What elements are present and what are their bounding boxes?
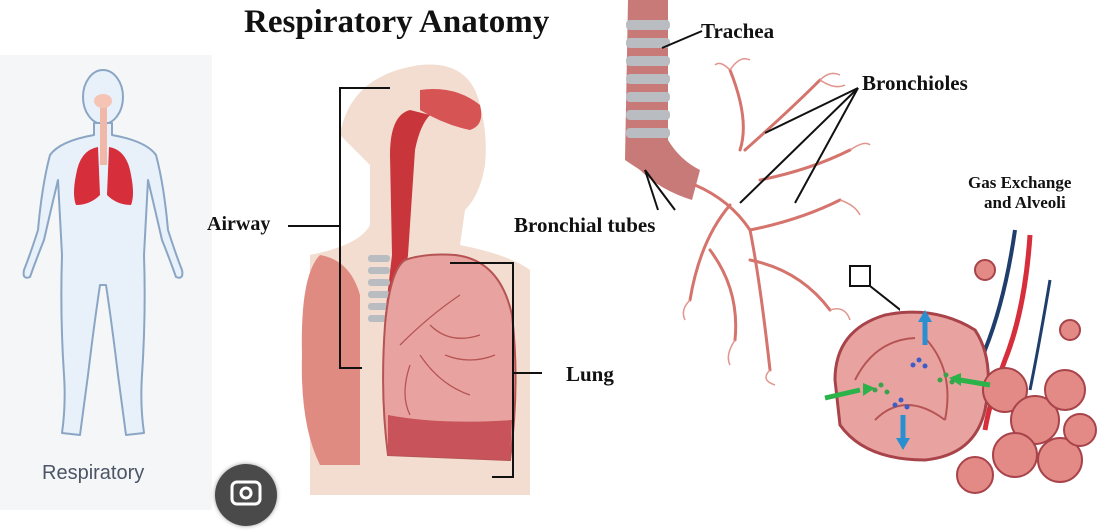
lens-search-button[interactable] xyxy=(215,464,277,526)
body-outline-icon xyxy=(0,55,212,465)
diagram-title: Respiratory Anatomy xyxy=(244,4,549,41)
figure-caption: Respiratory xyxy=(42,462,144,485)
label-trachea: Trachea xyxy=(701,19,774,44)
label-alveoli: and Alveoli xyxy=(984,193,1066,213)
label-gas-exchange: Gas Exchange xyxy=(968,173,1071,193)
head-lung-illustration xyxy=(280,55,620,510)
alveoli-illustration xyxy=(815,220,1102,510)
lens-search-icon xyxy=(215,464,277,526)
label-airway: Airway xyxy=(207,213,270,236)
label-bronchial-tubes: Bronchial tubes xyxy=(514,213,655,238)
label-bronchioles: Bronchioles xyxy=(862,71,968,96)
